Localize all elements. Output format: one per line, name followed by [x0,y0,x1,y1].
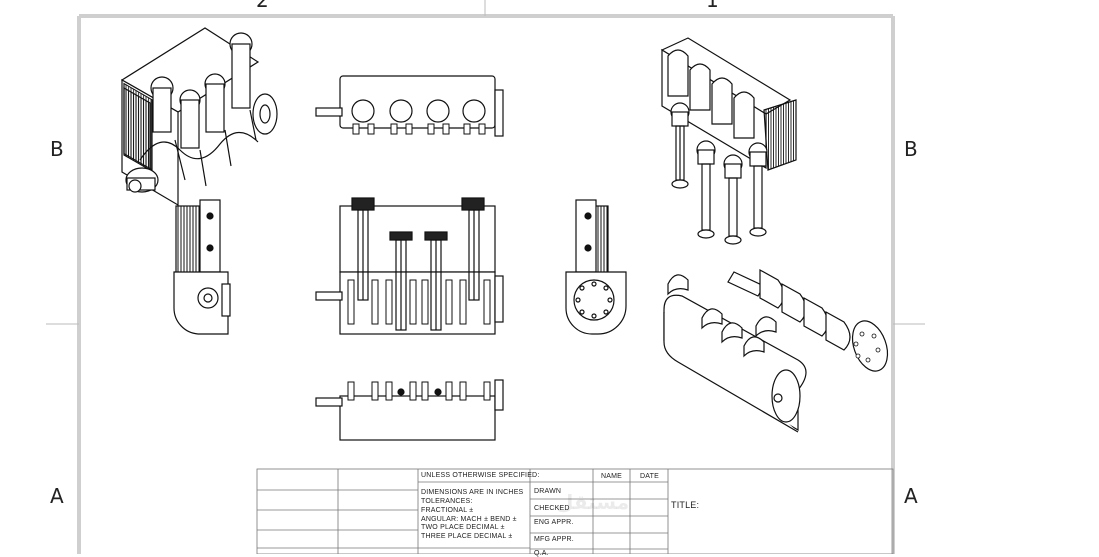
sheet-border [46,0,925,554]
tb-dims-label: DIMENSIONS ARE IN INCHES [421,489,524,496]
tb-angular-label: ANGULAR: MACH ± BEND ± [421,516,517,523]
zone-label-left-b: B [50,137,64,161]
tb-two-place-label: TWO PLACE DECIMAL ± [421,524,505,531]
front-view [315,197,504,335]
tb-tolerances-label: TOLERANCES: [421,498,473,505]
title-block [256,468,894,554]
tb-eng-appr-label: ENG APPR. [534,519,574,526]
bottom-view [315,379,504,441]
exploded-crank-view [663,268,889,433]
zone-label-right-b: B [904,137,918,161]
tb-date-header: DATE [640,473,659,480]
tb-title-label: TITLE: [671,500,700,510]
left-side-view [173,199,231,335]
tb-name-header: NAME [601,473,623,480]
top-view [315,75,504,137]
right-side-view [565,199,627,335]
zone-label-left-a: A [50,484,64,508]
tb-fractional-label: FRACTIONAL ± [421,507,474,514]
isometric-engine-view [120,27,278,207]
tb-mfg-appr-label: MFG APPR. [534,536,574,543]
tb-three-place-label: THREE PLACE DECIMAL ± [421,533,513,540]
tb-unless-label: UNLESS OTHERWISE SPECIFIED: [421,472,540,479]
zone-label-top-1: 1 [706,0,719,12]
exploded-block-view [660,37,797,245]
watermark-logo: مستقل [556,490,630,514]
tb-checked-label: CHECKED [534,505,570,512]
zone-label-top-2: 2 [256,0,269,12]
zone-label-right-a: A [904,484,918,508]
tb-drawn-label: DRAWN [534,488,562,495]
